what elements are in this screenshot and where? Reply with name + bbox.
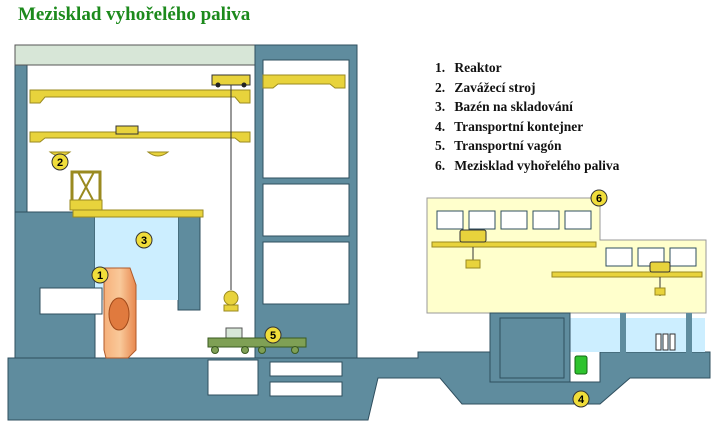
legend-item-transport-wagon: 5. Transportní vagón	[435, 138, 562, 154]
svg-text:3: 3	[141, 235, 147, 247]
svg-text:1: 1	[97, 270, 103, 282]
auxiliary-tower	[254, 44, 358, 361]
transport-wagon	[207, 327, 307, 354]
svg-text:6: 6	[596, 193, 602, 205]
badge-3: 3	[135, 231, 153, 249]
badge-4: 4	[572, 390, 590, 408]
foundation	[7, 351, 711, 421]
legend-item-storage-pool: 3. Bazén na skladování	[435, 99, 573, 115]
badge-1: 1	[91, 266, 109, 284]
badge-6: 6	[590, 189, 608, 207]
legend-item-loading-machine: 2. Zavážecí stroj	[435, 79, 536, 95]
badge-2: 2	[51, 153, 69, 171]
loading-machine	[69, 170, 103, 211]
interim-storage-building	[426, 197, 707, 314]
svg-text:5: 5	[270, 330, 276, 342]
diagram-title: Mezisklad vyhořelého paliva	[18, 4, 251, 25]
storage-pit	[489, 312, 705, 383]
legend-item-interim-storage: 6. Mezisklad vyhořelého paliva	[435, 157, 620, 173]
crane-hook-cask	[223, 290, 239, 312]
legend-item-reactor: 1. Reaktor	[435, 60, 502, 75]
legend: 1. Reaktor 2. Zavážecí stroj 3. Bazén na…	[435, 58, 619, 176]
svg-text:4: 4	[578, 394, 585, 406]
legend-item-transport-container: 4. Transportní kontejner	[435, 118, 584, 134]
reactor	[39, 267, 137, 359]
hall-cranes	[29, 74, 346, 290]
badge-5: 5	[264, 326, 282, 344]
transport-container	[574, 355, 588, 375]
reactor-building	[14, 44, 258, 361]
svg-text:2: 2	[57, 157, 63, 169]
